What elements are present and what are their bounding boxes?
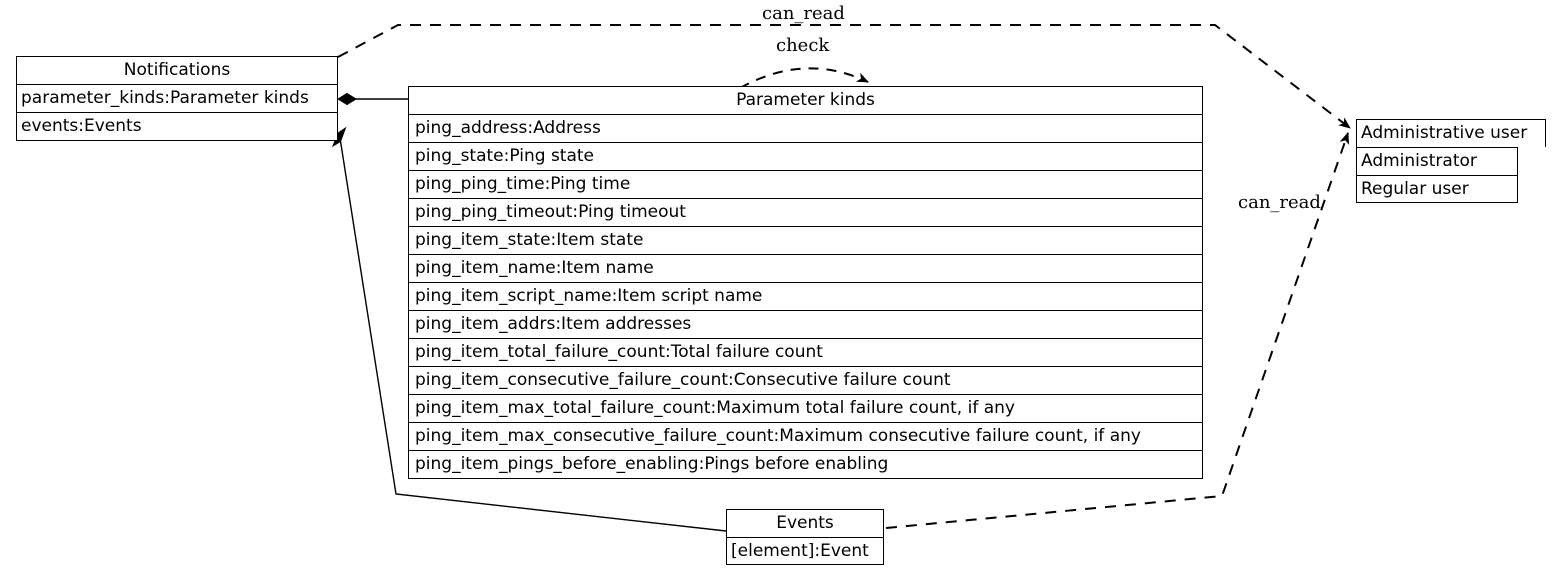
class-title-administrative-user: Administrative user [1356, 119, 1546, 147]
class-box-administrative-user[interactable]: Administrative user Administrator Regula… [1356, 119, 1546, 204]
class-title-parameter-kinds: Parameter kinds [409, 87, 1202, 115]
edge-label-check: check [776, 35, 830, 56]
class-box-notifications[interactable]: Notifications parameter_kinds:Parameter … [16, 56, 338, 141]
attribute-row: ping_item_state:Item state [409, 227, 1202, 255]
attribute-row: ping_item_pings_before_enabling:Pings be… [415, 454, 889, 474]
attribute-row: ping_item_name:Item name [409, 255, 1202, 283]
class-title-events: Events [727, 510, 883, 538]
attribute-row: Regular user [1356, 175, 1518, 203]
attribute-row: [element]:Event [731, 541, 869, 561]
attribute-row: parameter_kinds:Parameter kinds [17, 85, 337, 113]
attribute-row: ping_item_max_consecutive_failure_count:… [409, 423, 1202, 451]
attribute-row: ping_item_script_name:Item script name [409, 283, 1202, 311]
edge-label-can-read-bottom: can_read [1238, 192, 1321, 213]
class-title-notifications: Notifications [17, 57, 337, 85]
attribute-row: ping_ping_time:Ping time [409, 171, 1202, 199]
attribute-row: events:Events [21, 116, 142, 136]
attribute-row: ping_state:Ping state [409, 143, 1202, 171]
class-box-events[interactable]: Events [element]:Event [726, 509, 884, 565]
attribute-row: Administrator [1356, 147, 1518, 175]
attribute-row: ping_address:Address [409, 115, 1202, 143]
attribute-row: ping_item_addrs:Item addresses [409, 311, 1202, 339]
edge-label-can-read-top: can_read [762, 3, 845, 24]
class-box-parameter-kinds[interactable]: Parameter kinds ping_address:Address pin… [408, 86, 1203, 479]
attribute-row: ping_item_consecutive_failure_count:Cons… [409, 367, 1202, 395]
attribute-row: ping_item_max_total_failure_count:Maximu… [409, 395, 1202, 423]
attribute-row: ping_ping_timeout:Ping timeout [409, 199, 1202, 227]
attribute-row: ping_item_total_failure_count:Total fail… [409, 339, 1202, 367]
edge-composition-parameter-kinds [337, 92, 408, 106]
